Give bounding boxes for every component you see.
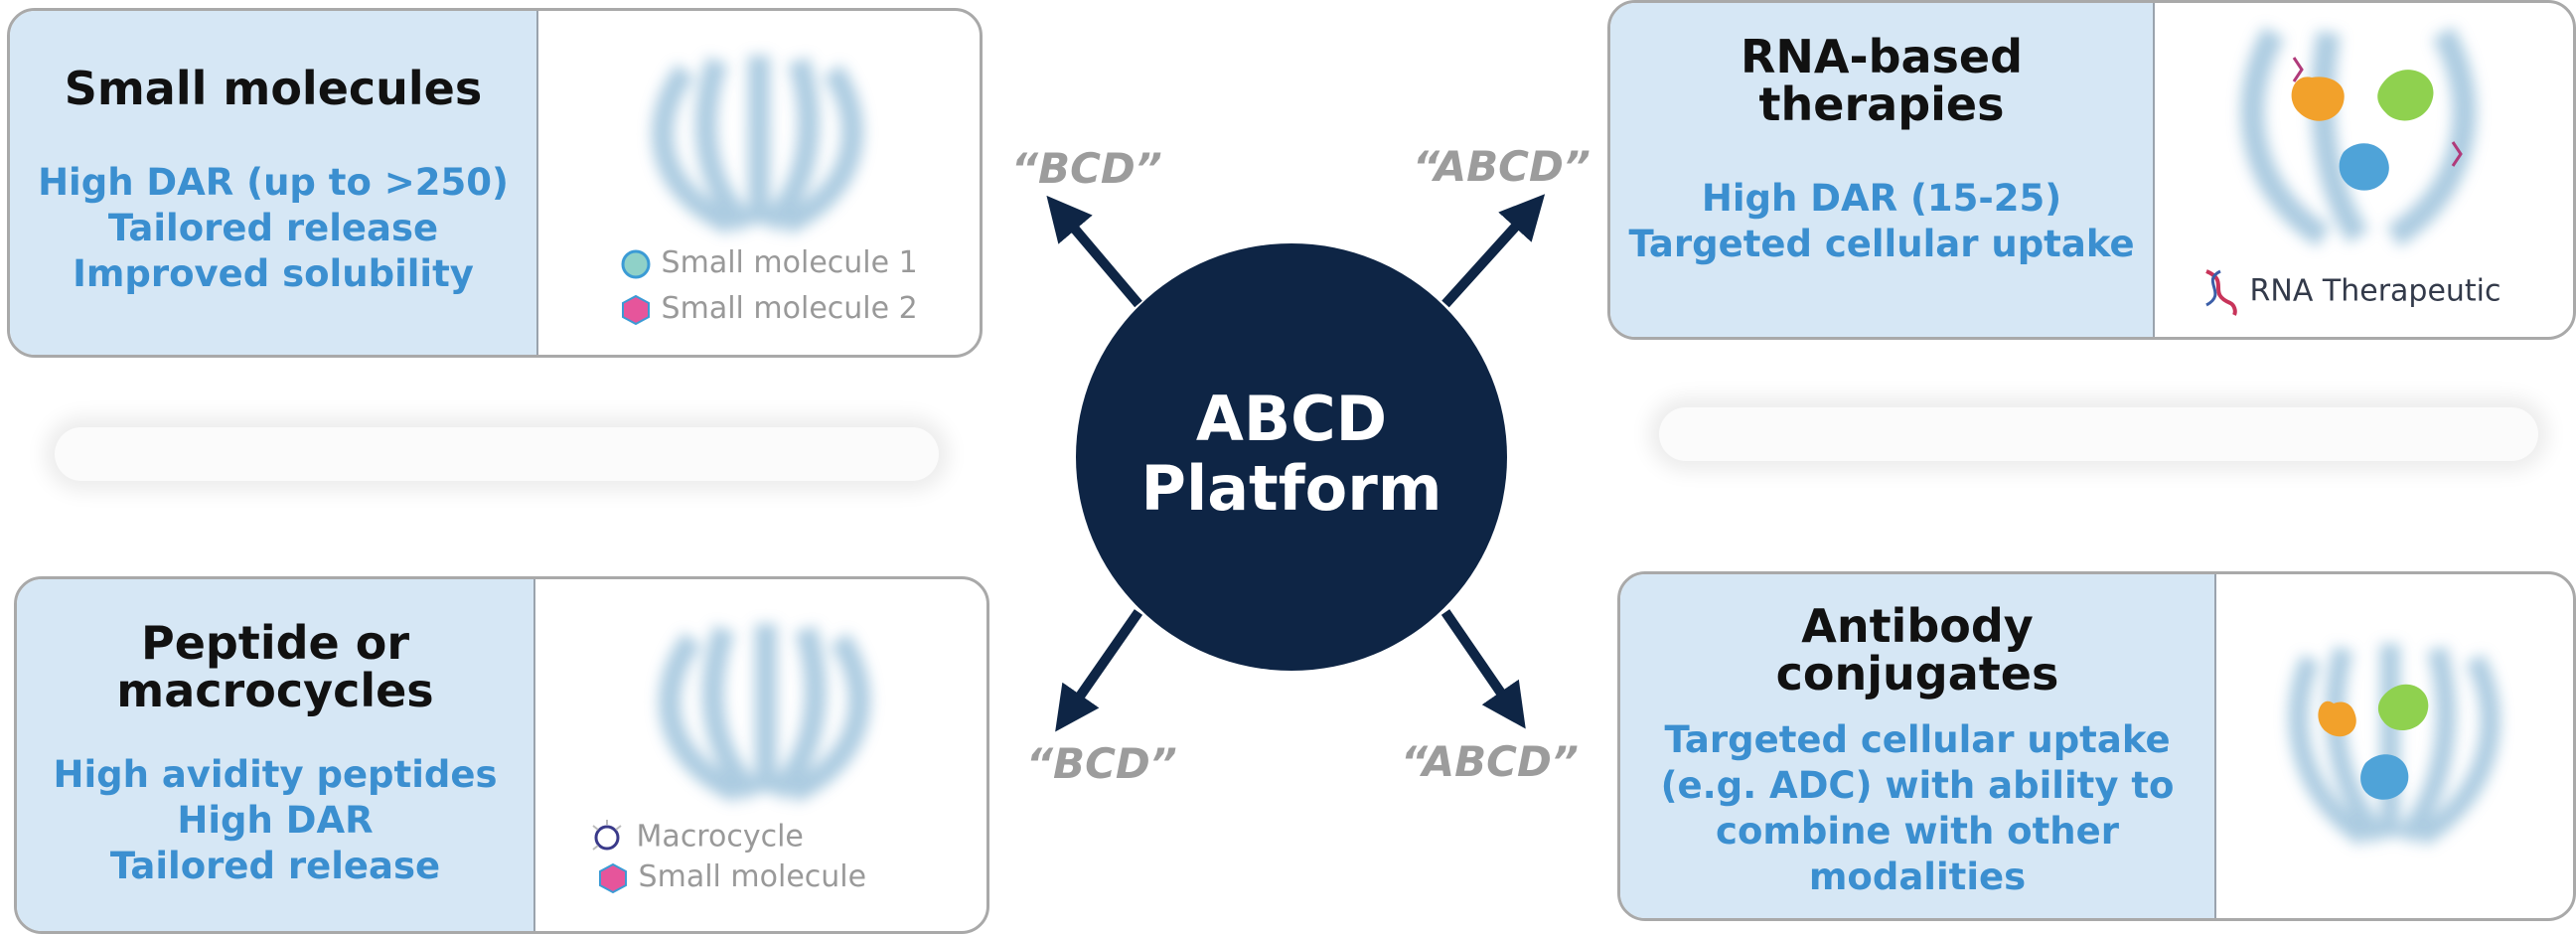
legend-label: Macrocycle [636, 819, 804, 855]
card-text-panel: Small molecules High DAR (up to >250) Ta… [10, 11, 538, 355]
legend-small-molecule-1: Small molecule 1 [620, 245, 918, 280]
card-line: High DAR (up to >250) [38, 161, 509, 204]
card-title-line: conjugates [1775, 647, 2059, 700]
card-image-panel: RNA Therapeutic [2155, 3, 2573, 337]
card-line: combine with other [1716, 810, 2119, 853]
rna-strand-icon [2205, 269, 2237, 316]
card-line: High DAR [177, 799, 374, 842]
platform-hub: ABCD Platform [1076, 243, 1507, 671]
card-small-molecules: Small molecules High DAR (up to >250) Ta… [7, 8, 983, 358]
hub-line-2: Platform [1140, 452, 1442, 525]
arrow-bottom-left [1055, 609, 1143, 732]
card-line: Improved solubility [73, 252, 474, 295]
arrow-bottom-right [1440, 609, 1526, 729]
card-peptide-macrocycles: Peptide or macrocycles High avidity pept… [14, 576, 989, 934]
card-line: Tailored release [107, 207, 439, 249]
circle-molecule-icon [621, 249, 651, 278]
card-title-line: Antibody [1801, 599, 2034, 653]
quote-bottom-left: “BCD” [1026, 739, 1177, 788]
card-line: modalities [1808, 856, 2027, 898]
hexagon-molecule-icon [622, 294, 650, 325]
quote-bottom-right: “ABCD” [1401, 737, 1579, 786]
card-title-line: therapies [1758, 78, 2005, 131]
quote-top-left: “BCD” [1011, 144, 1162, 193]
quote-top-right: “ABCD” [1413, 142, 1591, 191]
card-text-panel: Peptide or macrocycles High avidity pept… [17, 579, 535, 931]
card-title: Small molecules [64, 62, 483, 115]
card-image-panel: Macrocycle Small molecule [535, 579, 986, 931]
antibody-conjugate-image [2288, 644, 2500, 847]
card-line: Targeted cellular uptake [1664, 718, 2171, 761]
macrocycle-icon [592, 820, 622, 851]
card-line: High DAR (15-25) [1701, 177, 2062, 220]
legend-macrocycle: Macrocycle [587, 818, 804, 857]
card-title-line: Peptide or [140, 616, 410, 670]
card-line: (e.g. ADC) with ability to [1660, 764, 2175, 807]
card-image-panel [2216, 574, 2573, 918]
rna-conjugate-image [2240, 27, 2477, 247]
legend-label: RNA Therapeutic [2249, 273, 2501, 309]
card-title-line: RNA-based [1740, 30, 2024, 83]
arrow-top-left [1046, 195, 1142, 308]
legend-small-molecule: Small molecule [597, 859, 866, 894]
blurred-bar-left [55, 427, 939, 481]
hub-line-1: ABCD [1195, 383, 1388, 455]
legend-label: Small molecule [638, 859, 867, 894]
molecule-structure-image [652, 56, 863, 235]
hexagon-molecule-icon [599, 862, 627, 893]
legend-small-molecule-2: Small molecule 2 [620, 291, 918, 326]
arrow-top-right [1441, 194, 1546, 308]
peptide-structure-image [659, 623, 870, 804]
legend-label: Small molecule 1 [661, 245, 918, 280]
card-rna-therapies: RNA-based therapies High DAR (15-25) Tar… [1607, 0, 2576, 340]
card-line: High avidity peptides [53, 753, 498, 796]
card-antibody-conjugates: Antibody conjugates Targeted cellular up… [1617, 571, 2576, 921]
card-image-panel: Small molecule 1 Small molecule 2 [538, 11, 980, 355]
card-title-line: macrocycles [116, 664, 434, 717]
card-text-panel: Antibody conjugates Targeted cellular up… [1620, 574, 2216, 918]
card-text-panel: RNA-based therapies High DAR (15-25) Tar… [1610, 3, 2155, 337]
card-line: Tailored release [109, 845, 441, 887]
blurred-bar-right [1659, 407, 2538, 461]
legend-rna-therapeutic: RNA Therapeutic [2200, 267, 2501, 317]
card-line: Targeted cellular uptake [1628, 223, 2135, 265]
legend-label: Small molecule 2 [661, 291, 918, 326]
